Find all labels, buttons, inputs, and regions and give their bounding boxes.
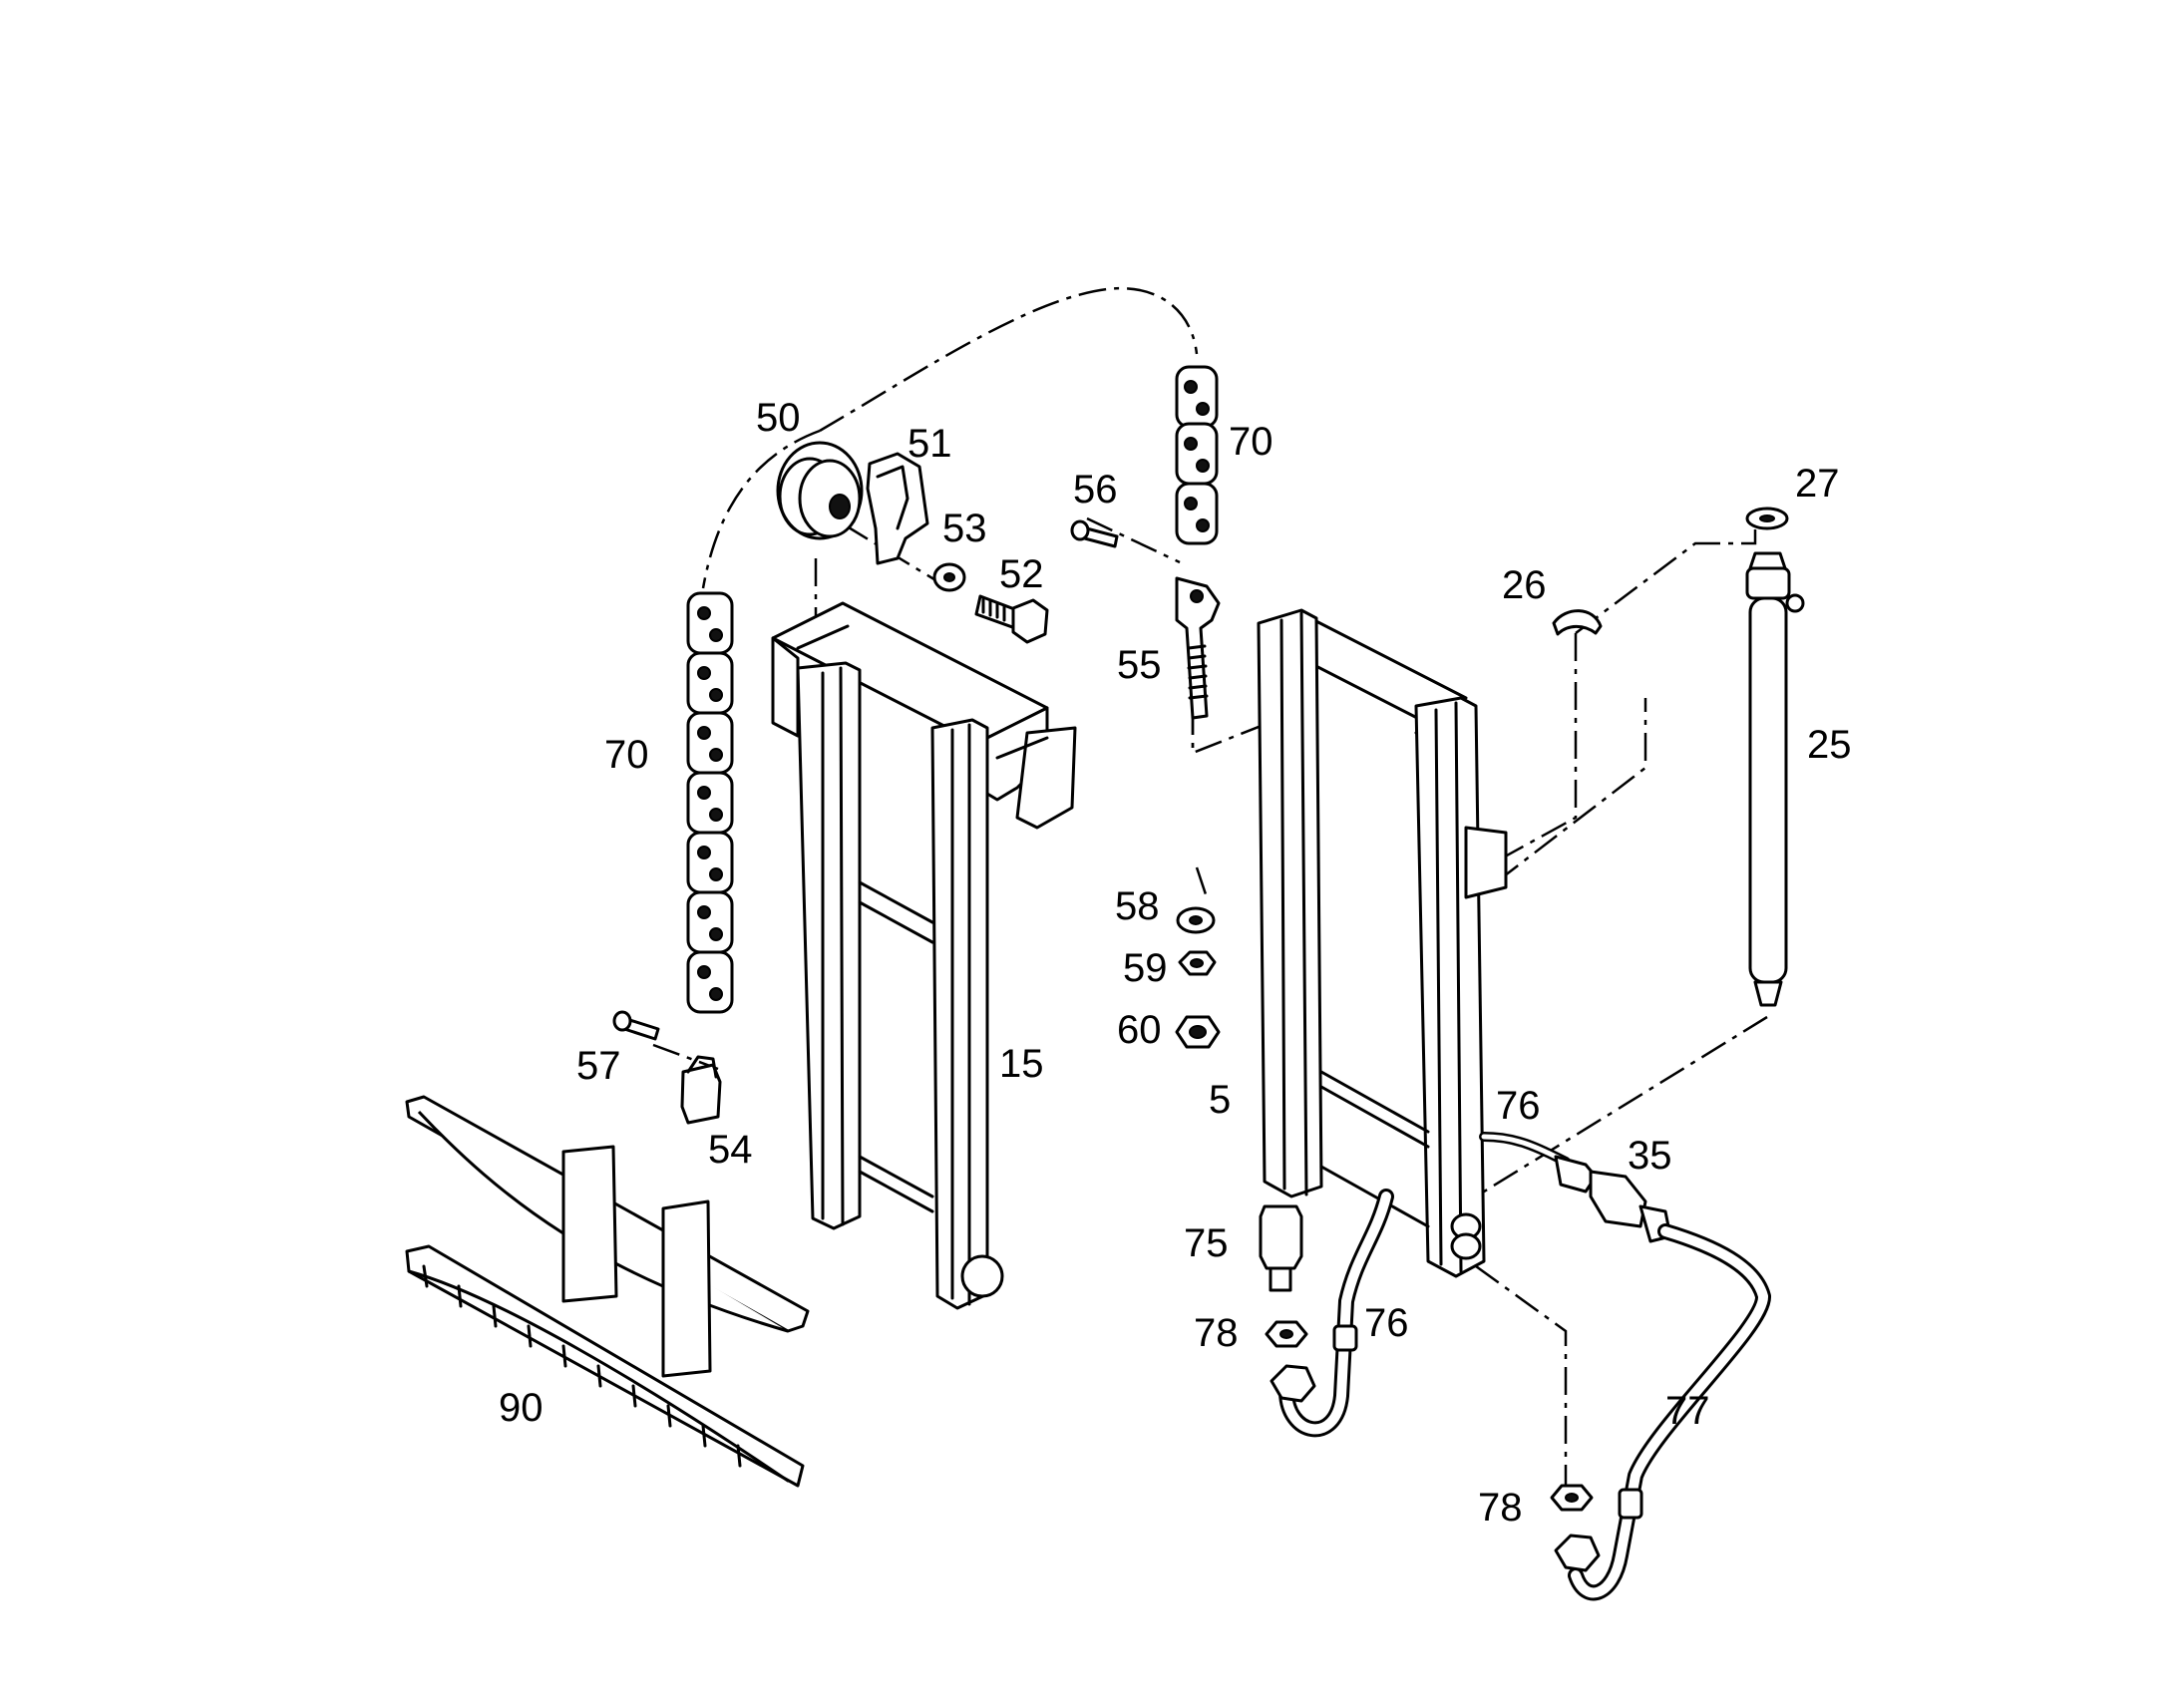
- label-part-52: 52: [999, 552, 1044, 596]
- label-part-78-left: 78: [1194, 1311, 1239, 1355]
- label-part-51: 51: [908, 422, 952, 466]
- label-part-35: 35: [1628, 1134, 1672, 1178]
- label-part-70-top: 70: [1229, 420, 1273, 464]
- part-labels: 50 51 53 52 56 55 70 70 15 57 54 90 58 5…: [499, 396, 1852, 1530]
- label-part-90: 90: [499, 1386, 544, 1430]
- clip-part-26: [1552, 609, 1603, 636]
- label-part-57: 57: [576, 1044, 621, 1088]
- bolt-part-52: [974, 594, 1049, 644]
- outer-mast-part-5: [1257, 608, 1508, 1278]
- label-part-76-upper: 76: [1496, 1084, 1541, 1128]
- label-part-27: 27: [1795, 462, 1840, 506]
- anchor-bolt-part-55: [1175, 576, 1221, 720]
- label-part-75: 75: [1184, 1221, 1229, 1265]
- label-part-78-right: 78: [1478, 1486, 1523, 1530]
- chain-long-part-70: [686, 591, 734, 1014]
- label-part-58: 58: [1115, 884, 1160, 928]
- label-part-60: 60: [1117, 1008, 1162, 1052]
- chain-anchor-part-54: [680, 1055, 722, 1125]
- pin-part-56: [1070, 519, 1119, 548]
- label-part-77: 77: [1665, 1389, 1710, 1433]
- nut-part-78-left: [1265, 1320, 1308, 1348]
- washer-part-53: [932, 562, 966, 592]
- washer-part-58: [1176, 906, 1216, 934]
- label-part-59: 59: [1123, 946, 1168, 990]
- label-part-15: 15: [999, 1042, 1044, 1086]
- bracket-part-51: [866, 452, 929, 565]
- label-part-56: 56: [1073, 468, 1118, 512]
- label-part-53: 53: [942, 507, 987, 550]
- pin-part-57: [612, 1010, 660, 1041]
- nut-part-78-right: [1550, 1484, 1594, 1512]
- lift-cylinder-part-25: [1745, 551, 1805, 1007]
- carriage-part-90: [405, 1095, 810, 1488]
- washer-part-27: [1745, 507, 1789, 530]
- label-part-70-left: 70: [604, 733, 649, 777]
- label-part-50: 50: [756, 396, 801, 440]
- chain-short-part-70: [1175, 365, 1219, 545]
- label-part-54: 54: [708, 1128, 753, 1172]
- inner-mast-part-15: [771, 601, 1077, 1310]
- hose-part-77: [1554, 1223, 1771, 1601]
- label-part-55: 55: [1117, 643, 1162, 687]
- hose-part-76: [1270, 1132, 1571, 1438]
- nut-part-60: [1175, 1015, 1221, 1049]
- label-part-26: 26: [1502, 563, 1547, 607]
- pulley-wheel-part-50: [776, 441, 864, 540]
- fitting-part-75: [1259, 1204, 1303, 1292]
- label-part-76-lower: 76: [1364, 1301, 1409, 1345]
- lock-nut-part-59: [1178, 950, 1217, 976]
- label-part-25: 25: [1807, 723, 1852, 767]
- label-part-5: 5: [1209, 1078, 1231, 1122]
